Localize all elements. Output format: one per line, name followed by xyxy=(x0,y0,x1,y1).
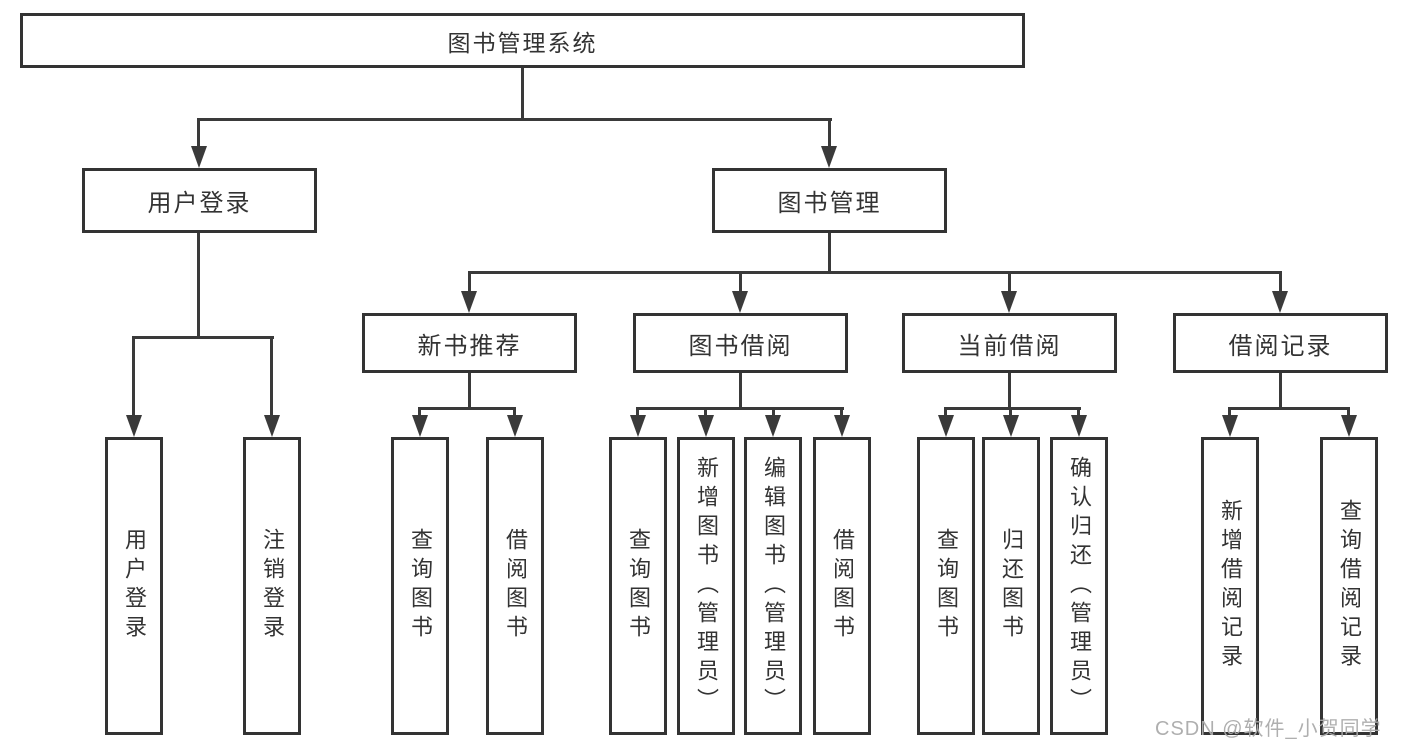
arrow-down-icon xyxy=(1071,415,1087,437)
leaf-add-book-admin: 新增图书（管理员） xyxy=(677,437,735,735)
connector-line xyxy=(1228,407,1350,410)
arrow-down-icon xyxy=(1001,291,1017,313)
leaf-query-book-1: 查询图书 xyxy=(391,437,449,735)
csdn-watermark: CSDN @软件_小贺同学 xyxy=(1155,718,1382,740)
connector-line xyxy=(636,407,844,410)
connector-line xyxy=(1008,271,1011,301)
node-root-label: 图书管理系统 xyxy=(447,29,598,56)
leaf-query-book-3: 查询图书 xyxy=(917,437,975,735)
connector-line xyxy=(132,336,274,339)
arrow-down-icon xyxy=(1272,291,1288,313)
connector-line xyxy=(270,336,273,420)
leaf-label: 编辑图书（管理员） xyxy=(761,455,786,717)
node-current-borrow-label: 当前借阅 xyxy=(957,332,1062,360)
connector-line xyxy=(739,271,742,301)
leaf-label: 归还图书 xyxy=(999,528,1024,644)
leaf-label: 新增借阅记录 xyxy=(1218,499,1243,673)
connector-line xyxy=(521,68,524,118)
connector-line xyxy=(197,233,200,339)
leaf-query-book-2: 查询图书 xyxy=(609,437,667,735)
connector-line xyxy=(1008,373,1011,410)
connector-line xyxy=(132,336,135,420)
arrow-down-icon xyxy=(1341,415,1357,437)
arrow-down-icon xyxy=(698,415,714,437)
leaf-label: 借阅图书 xyxy=(830,528,855,644)
leaf-confirm-return-admin: 确认归还（管理员） xyxy=(1050,437,1108,735)
connector-line xyxy=(197,118,200,153)
node-book-borrow: 图书借阅 xyxy=(633,313,848,373)
arrow-down-icon xyxy=(264,415,280,437)
connector-line xyxy=(1279,271,1282,301)
connector-line xyxy=(468,271,471,301)
arrow-down-icon xyxy=(412,415,428,437)
node-book-borrow-label: 图书借阅 xyxy=(688,332,793,360)
node-book-management-label: 图书管理 xyxy=(777,190,882,217)
leaf-user-login: 用户登录 xyxy=(105,437,163,735)
node-current-borrow: 当前借阅 xyxy=(902,313,1117,373)
leaf-label: 查询图书 xyxy=(626,528,651,644)
connector-line xyxy=(418,407,516,410)
leaf-borrow-book-2: 借阅图书 xyxy=(813,437,871,735)
leaf-label: 注销登录 xyxy=(260,528,285,644)
arrow-down-icon xyxy=(765,415,781,437)
connector-line xyxy=(197,118,832,121)
connector-line xyxy=(468,271,1282,274)
leaf-label: 确认归还（管理员） xyxy=(1067,455,1092,717)
leaf-add-borrow-record: 新增借阅记录 xyxy=(1201,437,1259,735)
arrow-down-icon xyxy=(834,415,850,437)
node-borrow-records: 借阅记录 xyxy=(1173,313,1388,373)
node-user-login: 用户登录 xyxy=(82,168,317,233)
node-user-login-label: 用户登录 xyxy=(147,190,252,217)
arrow-down-icon xyxy=(1222,415,1238,437)
connector-line xyxy=(944,407,1081,410)
arrow-down-icon xyxy=(732,291,748,313)
arrow-down-icon xyxy=(191,146,207,168)
leaf-logout: 注销登录 xyxy=(243,437,301,735)
node-book-management: 图书管理 xyxy=(712,168,947,233)
arrow-down-icon xyxy=(630,415,646,437)
arrow-down-icon xyxy=(938,415,954,437)
node-new-book-recommend-label: 新书推荐 xyxy=(417,332,522,360)
connector-line xyxy=(828,118,831,153)
node-borrow-records-label: 借阅记录 xyxy=(1228,332,1333,360)
leaf-label: 查询图书 xyxy=(408,528,433,644)
leaf-label: 用户登录 xyxy=(122,528,147,644)
node-new-book-recommend: 新书推荐 xyxy=(362,313,577,373)
leaf-label: 查询借阅记录 xyxy=(1337,499,1362,673)
leaf-borrow-book-1: 借阅图书 xyxy=(486,437,544,735)
connector-line xyxy=(468,373,471,410)
node-root: 图书管理系统 xyxy=(20,13,1025,68)
leaf-return-book: 归还图书 xyxy=(982,437,1040,735)
arrow-down-icon xyxy=(821,146,837,168)
connector-line xyxy=(828,233,831,274)
leaf-edit-book-admin: 编辑图书（管理员） xyxy=(744,437,802,735)
arrow-down-icon xyxy=(507,415,523,437)
leaf-query-borrow-record: 查询借阅记录 xyxy=(1320,437,1378,735)
leaf-label: 查询图书 xyxy=(934,528,959,644)
connector-line xyxy=(739,373,742,410)
connector-line xyxy=(1279,373,1282,410)
arrow-down-icon xyxy=(461,291,477,313)
arrow-down-icon xyxy=(126,415,142,437)
leaf-label: 借阅图书 xyxy=(503,528,528,644)
leaf-label: 新增图书（管理员） xyxy=(694,455,719,717)
arrow-down-icon xyxy=(1003,415,1019,437)
